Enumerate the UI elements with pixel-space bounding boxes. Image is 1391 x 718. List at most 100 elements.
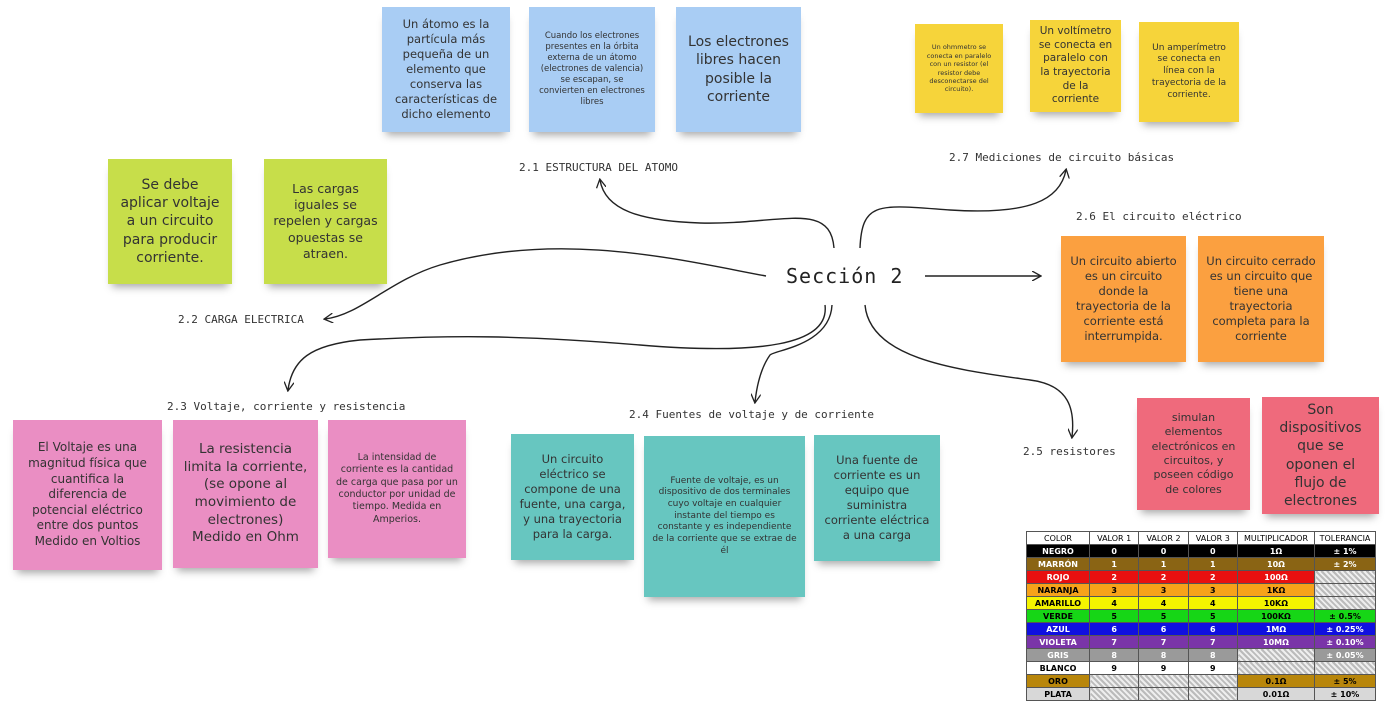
section-label-2-5: 2.5 resistores <box>1023 445 1116 458</box>
column-header: TOLERANCIA <box>1314 531 1376 545</box>
table-cell-v3 <box>1187 687 1239 701</box>
arrow-to-2-5 <box>864 304 1073 437</box>
table-cell-v1: 5 <box>1088 609 1140 623</box>
table-cell-tol: ± 0.5% <box>1314 609 1376 623</box>
table-cell-color: GRIS <box>1026 648 1090 662</box>
table-cell-v2: 3 <box>1138 583 1189 597</box>
section-label-2-7: 2.7 Mediciones de circuito básicas <box>949 151 1175 164</box>
table-cell-color: VIOLETA <box>1026 635 1090 649</box>
sticky-note-ammeter[interactable]: Un amperímetro se conecta en línea con l… <box>1139 22 1239 122</box>
section-label-2-4: 2.4 Fuentes de voltaje y de corriente <box>629 408 875 421</box>
arrow-to-2-4 <box>755 304 833 402</box>
table-cell-color: BLANCO <box>1026 661 1090 675</box>
table-cell-v2: 7 <box>1138 635 1189 649</box>
table-cell-v2: 6 <box>1138 622 1189 636</box>
table-cell-v3: 9 <box>1187 661 1239 675</box>
column-header: VALOR 3 <box>1187 531 1239 545</box>
table-cell-v1 <box>1088 687 1140 701</box>
table-cell-mult: 10MΩ <box>1237 635 1315 649</box>
sticky-note-voltmeter[interactable]: Un voltímetro se conecta en paralelo con… <box>1030 20 1121 112</box>
table-cell-mult: 10Ω <box>1237 557 1315 571</box>
table-cell-color: NEGRO <box>1026 544 1090 558</box>
sticky-note-resistance[interactable]: La resistencia limita la corriente, (se … <box>173 420 318 568</box>
table-cell-color: MARRÓN <box>1026 557 1090 571</box>
sticky-note-atom-2[interactable]: Cuando los electrones presentes en la ór… <box>529 7 655 132</box>
table-cell-v3: 5 <box>1187 609 1239 623</box>
sticky-note-closed-circuit[interactable]: Un circuito cerrado es un circuito que t… <box>1198 236 1324 362</box>
table-cell-v3: 7 <box>1187 635 1239 649</box>
table-cell-v2: 1 <box>1138 557 1189 571</box>
table-cell-mult: 100KΩ <box>1237 609 1315 623</box>
arrow-to-2-1 <box>600 180 835 249</box>
sticky-note-open-circuit[interactable]: Un circuito abierto es un circuito donde… <box>1061 236 1186 362</box>
table-cell-v1: 3 <box>1088 583 1140 597</box>
sticky-note-current[interactable]: La intensidad de corriente es la cantida… <box>328 420 466 558</box>
sticky-note-voltage[interactable]: El Voltaje es una magnitud física que cu… <box>13 420 162 570</box>
table-cell-v2: 9 <box>1138 661 1189 675</box>
table-cell-v3: 0 <box>1187 544 1239 558</box>
table-cell-color: AZUL <box>1026 622 1090 636</box>
table-cell-v2: 8 <box>1138 648 1189 662</box>
table-cell-mult: 100Ω <box>1237 570 1315 584</box>
table-cell-tol: ± 0.05% <box>1314 648 1376 662</box>
sticky-note-resistor-2[interactable]: Son dispositivos que se oponen el flujo … <box>1262 397 1379 514</box>
sticky-note-circuit-components[interactable]: Un circuito eléctrico se compone de una … <box>511 434 634 560</box>
table-cell-color: AMARILLO <box>1026 596 1090 610</box>
table-cell-tol <box>1314 570 1376 584</box>
table-cell-mult <box>1237 661 1315 675</box>
sticky-note-current-source[interactable]: Una fuente de corriente es un equipo que… <box>814 435 940 561</box>
table-cell-tol: ± 0.25% <box>1314 622 1376 636</box>
table-cell-tol <box>1314 583 1376 597</box>
table-cell-v1: 6 <box>1088 622 1140 636</box>
sticky-note-charge-2[interactable]: Las cargas iguales se repelen y cargas o… <box>264 159 387 284</box>
table-cell-v3: 4 <box>1187 596 1239 610</box>
sticky-note-resistor-1[interactable]: simulan elementos electrónicos en circui… <box>1137 398 1250 510</box>
column-header: COLOR <box>1026 531 1090 545</box>
table-cell-v1: 7 <box>1088 635 1140 649</box>
table-cell-mult: 0.01Ω <box>1237 687 1315 701</box>
table-cell-tol: ± 10% <box>1314 687 1376 701</box>
table-cell-v2 <box>1138 687 1189 701</box>
table-cell-v1 <box>1088 674 1140 688</box>
sticky-note-atom-3[interactable]: Los electrones libres hacen posible la c… <box>676 7 801 132</box>
table-cell-mult: 1KΩ <box>1237 583 1315 597</box>
sticky-note-voltage-source[interactable]: Fuente de voltaje, es un dispositivo de … <box>644 436 805 597</box>
table-cell-v1: 2 <box>1088 570 1140 584</box>
sticky-note-charge-1[interactable]: Se debe aplicar voltaje a un circuito pa… <box>108 159 232 284</box>
table-cell-color: VERDE <box>1026 609 1090 623</box>
table-cell-tol: ± 1% <box>1314 544 1376 558</box>
column-header: VALOR 1 <box>1088 531 1140 545</box>
sticky-note-ohmmeter[interactable]: Un ohmmetro se conecta en paralelo con u… <box>915 24 1003 113</box>
table-cell-tol: ± 2% <box>1314 557 1376 571</box>
table-cell-color: NARANJA <box>1026 583 1090 597</box>
resistor-color-code-table: COLOR VALOR 1 VALOR 2 VALOR 3 MULTIPLICA… <box>1026 531 1376 701</box>
section-label-2-1: 2.1 ESTRUCTURA DEL ATOMO <box>519 161 678 174</box>
column-header: MULTIPLICADOR <box>1237 531 1315 545</box>
table-cell-v2: 4 <box>1138 596 1189 610</box>
column-header: VALOR 2 <box>1138 531 1189 545</box>
table-header-row: COLOR VALOR 1 VALOR 2 VALOR 3 MULTIPLICA… <box>1026 531 1376 545</box>
table-cell-mult <box>1237 648 1315 662</box>
arrow-to-2-7 <box>859 170 1066 249</box>
table-cell-v2: 2 <box>1138 570 1189 584</box>
table-cell-v1: 9 <box>1088 661 1140 675</box>
table-cell-mult: 1MΩ <box>1237 622 1315 636</box>
section-label-2-2: 2.2 CARGA ELECTRICA <box>178 313 304 326</box>
table-cell-v3: 8 <box>1187 648 1239 662</box>
table-cell-mult: 10KΩ <box>1237 596 1315 610</box>
table-cell-v1: 0 <box>1088 544 1140 558</box>
table-cell-mult: 0.1Ω <box>1237 674 1315 688</box>
table-cell-v2 <box>1138 674 1189 688</box>
table-cell-tol: ± 0.10% <box>1314 635 1376 649</box>
sticky-note-atom-1[interactable]: Un átomo es la partícula más pequeña de … <box>382 7 510 132</box>
table-cell-v2: 0 <box>1138 544 1189 558</box>
